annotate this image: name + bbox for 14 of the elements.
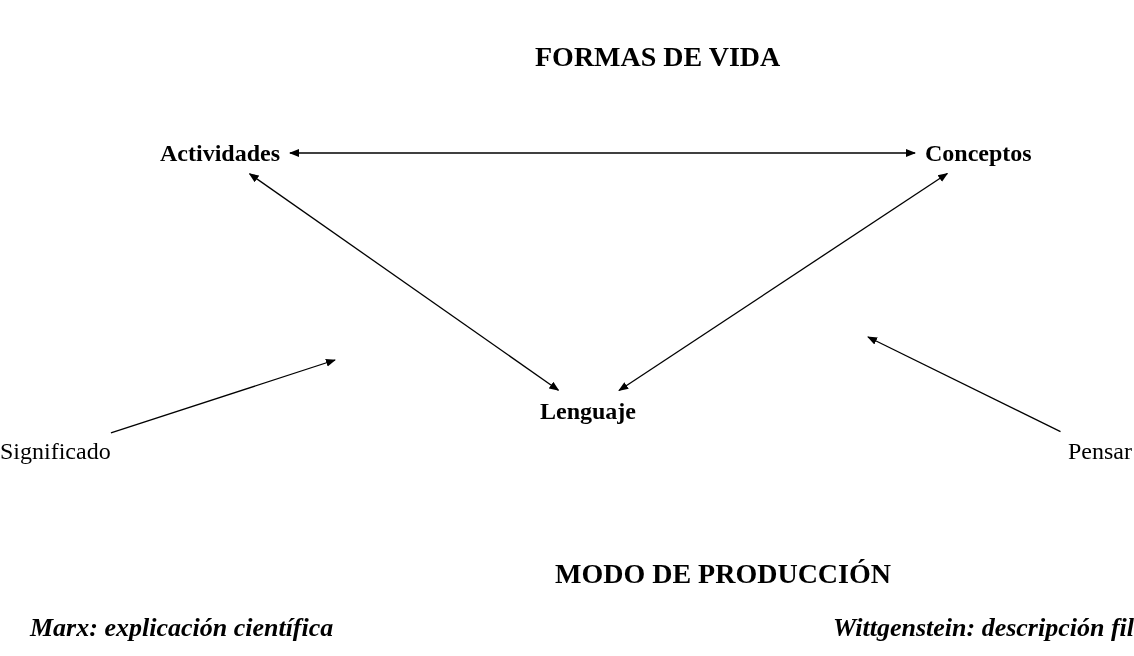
arrow — [867, 336, 1062, 433]
arrow — [248, 173, 560, 391]
arrow — [289, 149, 916, 157]
node-label: Significado — [0, 436, 111, 466]
arrow — [618, 172, 949, 392]
node-label: Lenguaje — [540, 396, 636, 426]
text-label: Wittgenstein: descripción fil — [833, 612, 1134, 644]
node-label: Pensar — [1068, 436, 1132, 466]
title: FORMAS DE VIDA — [535, 40, 781, 74]
arrow — [110, 359, 336, 434]
node-label: Conceptos — [925, 138, 1032, 168]
node-label: Actividades — [160, 138, 280, 168]
text-label: Marx: explicación científica — [30, 612, 334, 644]
text-label: MODO DE PRODUCCIÓN — [555, 557, 891, 591]
